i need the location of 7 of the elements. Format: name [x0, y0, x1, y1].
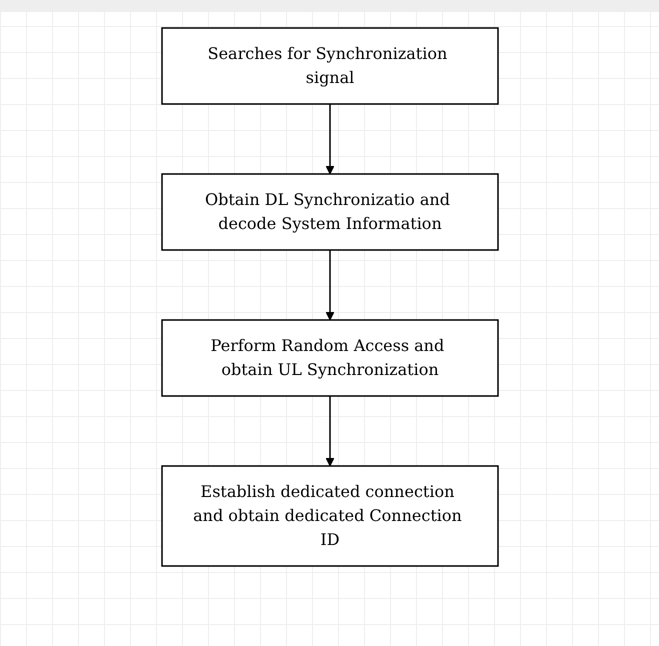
arrow [325, 396, 334, 466]
arrow [325, 250, 334, 320]
node-box: Establish dedicated connection and obtain dedicated Connection ID [160, 465, 498, 567]
node-box: Perform Random Access and obtain UL Synchronization [160, 319, 498, 397]
node-box: Obtain DL Synchronizatio and decode System Information [160, 173, 498, 251]
node-box: Searches for Synchronization signal [160, 27, 498, 105]
arrow [325, 104, 334, 174]
